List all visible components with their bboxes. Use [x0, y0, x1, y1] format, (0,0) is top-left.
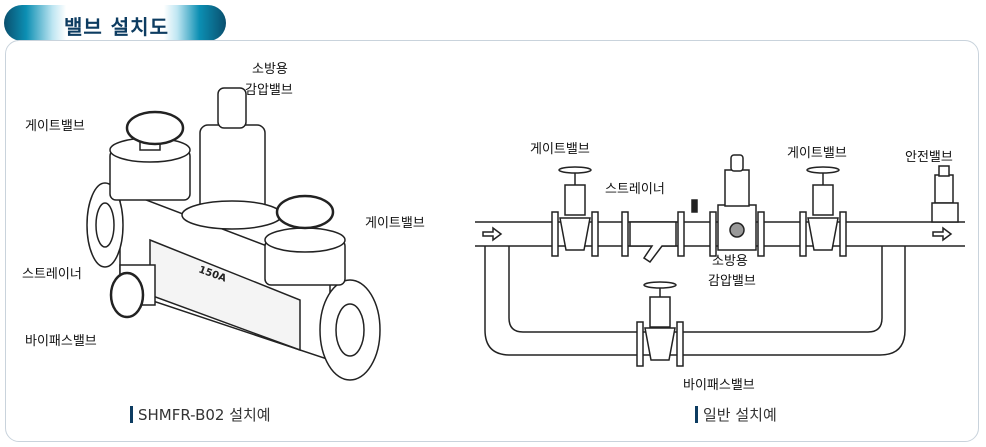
caption-left-text: SHMFR-B02 설치예 — [138, 406, 271, 424]
label-bypass-valve-right: 바이패스밸브 — [683, 378, 755, 393]
caption-left: SHMFR-B02 설치예 — [130, 404, 271, 425]
section-title: 밸브 설치도 — [64, 15, 169, 39]
caption-right-text: 일반 설치예 — [703, 406, 777, 424]
label-strainer-right: 스트레이너 — [605, 182, 665, 197]
label-gate-valve-left-1: 게이트밸브 — [25, 119, 85, 134]
section-title-bar: 밸브 설치도 — [4, 5, 226, 41]
caption-marker — [130, 406, 133, 423]
gate-valve-1-symbol — [551, 166, 599, 257]
gate-valve-2-symbol — [799, 166, 847, 257]
label-gate-valve-left-2: 게이트밸브 — [365, 216, 425, 231]
caption-marker — [695, 406, 698, 423]
label-gate-valve-right-1: 게이트밸브 — [530, 142, 590, 157]
flow-arrow-icon — [932, 226, 953, 242]
label-bypass-valve-left: 바이패스밸브 — [25, 334, 97, 349]
flow-arrow-icon — [482, 226, 503, 242]
label-pressure-valve-right-1: 소방용 — [712, 254, 748, 269]
label-gate-valve-right-2: 게이트밸브 — [787, 146, 847, 161]
label-safety-valve: 안전밸브 — [905, 150, 953, 165]
bypass-valve-symbol — [636, 281, 684, 367]
label-strainer-left: 스트레이너 — [22, 267, 82, 282]
valve-assembly-drawing: 150A — [86, 87, 381, 381]
pressure-reducing-valve-symbol — [691, 154, 765, 257]
safety-valve-symbol — [931, 165, 959, 223]
piping-schematic — [475, 154, 965, 367]
caption-right: 일반 설치예 — [695, 404, 777, 425]
label-pressure-valve-left-2: 감압밸브 — [245, 83, 293, 98]
strainer-symbol — [621, 211, 685, 264]
label-pressure-valve-right-2: 감압밸브 — [708, 274, 756, 289]
label-pressure-valve-left-1: 소방용 — [252, 62, 288, 77]
